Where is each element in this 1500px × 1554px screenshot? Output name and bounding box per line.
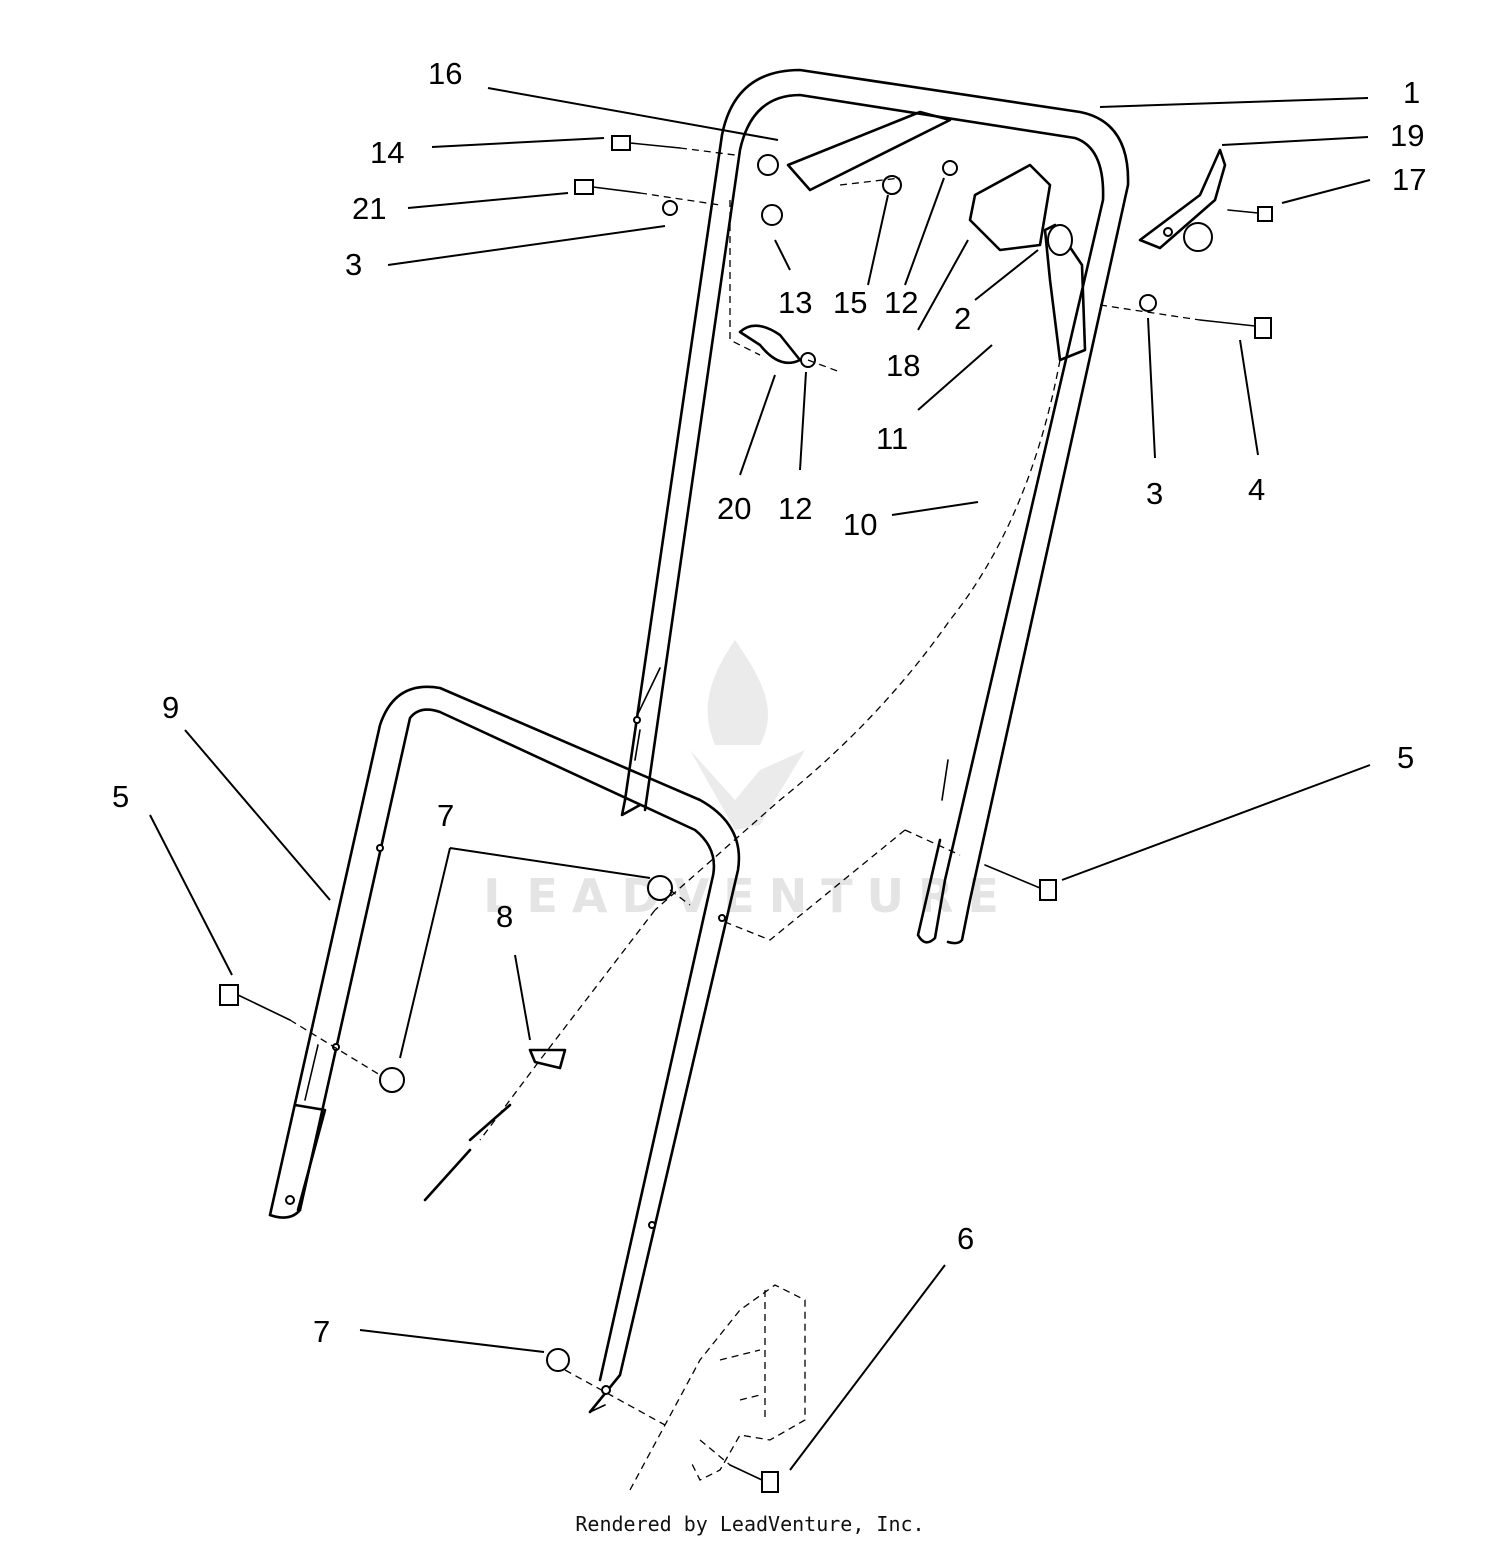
upper-handle [620,68,1130,945]
callout-4: 4 [1248,472,1265,507]
callout-10: 10 [843,507,877,542]
callout-2: 2 [954,301,971,336]
callout-8: 8 [496,899,513,934]
callout-9: 9 [162,690,179,725]
mount-bracket [629,1284,806,1491]
callout-5-right: 5 [1397,740,1414,775]
callout-labels: 1 19 17 16 14 21 3 13 15 12 2 18 11 20 1… [112,56,1426,1349]
callout-20: 20 [717,491,751,526]
cable-clip [738,324,802,365]
bolt-17 [1227,206,1273,222]
callout-7-top: 7 [437,798,454,833]
watermark-logo: LEADVENTURE [483,640,1013,923]
callout-14: 14 [370,135,404,170]
bolt-6 [729,1464,779,1493]
callout-12-bottom: 12 [778,491,812,526]
callout-21: 21 [352,191,386,226]
bolt-4 [1199,317,1272,339]
nuts-washers [379,160,1157,1372]
callout-3-right: 3 [1146,476,1163,511]
callout-3-left: 3 [345,247,362,282]
lower-handle [268,685,741,1414]
throttle-control [968,163,1087,362]
callout-6: 6 [957,1221,974,1256]
bolt-5-left [219,984,291,1021]
callout-12-top: 12 [884,285,918,320]
bolt-14 [611,135,681,151]
watermark-text: LEADVENTURE [483,869,1013,923]
callout-19: 19 [1390,118,1424,153]
callout-5-left: 5 [112,779,129,814]
callout-18: 18 [886,348,920,383]
footer-credit: Rendered by LeadVenture, Inc. [575,1512,925,1536]
throttle-cable [423,359,1061,1202]
callout-11: 11 [876,421,908,456]
callout-7-bottom: 7 [313,1314,330,1349]
bail-bracket [1138,148,1227,252]
link-bar [757,110,952,226]
callout-13: 13 [778,285,812,320]
callout-1: 1 [1403,75,1420,110]
bolt-21 [574,179,641,195]
bolt-5-right [984,864,1057,901]
callout-17: 17 [1392,162,1426,197]
assembly-lines [289,147,1201,1466]
callout-15: 15 [833,285,867,320]
leader-lines [149,87,1371,1471]
callout-16: 16 [428,56,462,91]
